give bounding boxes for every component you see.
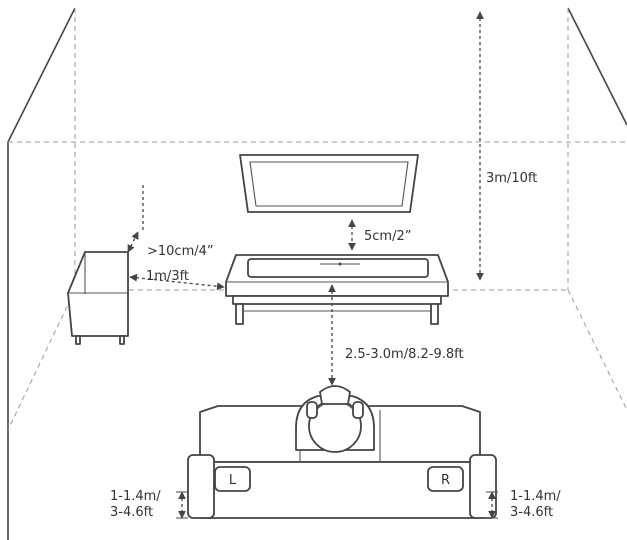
ceiling-height-label: 3m/10ft — [486, 171, 537, 186]
dimension-lines — [127, 11, 498, 519]
ear-height-left-line1: 1-1.4m/ — [110, 489, 161, 504]
speaker-right-label: R — [441, 473, 450, 488]
ear-height-right-line1: 1-1.4m/ — [510, 489, 561, 504]
listener — [295, 385, 375, 453]
speaker-left: L — [214, 466, 251, 492]
dimension-labels: 3m/10ft 5cm/2” >10cm/4” 1m/3ft 2.5-3.0m/… — [110, 171, 561, 520]
sub-wall-gap-label: >10cm/4” — [147, 244, 214, 259]
ear-height-right-line2: 3-4.6ft — [510, 505, 553, 520]
sofa — [187, 405, 497, 519]
sub-distance-label: 1m/3ft — [146, 269, 189, 284]
listening-distance-label: 2.5-3.0m/8.2-9.8ft — [345, 347, 464, 362]
tv-gap-label: 5cm/2” — [364, 229, 411, 244]
soundbar — [247, 258, 429, 278]
tv — [239, 154, 419, 213]
ear-height-left-line2: 3-4.6ft — [110, 505, 153, 520]
subwoofer — [67, 251, 129, 345]
speaker-right: R — [427, 466, 464, 492]
speaker-left-label: L — [229, 473, 237, 488]
